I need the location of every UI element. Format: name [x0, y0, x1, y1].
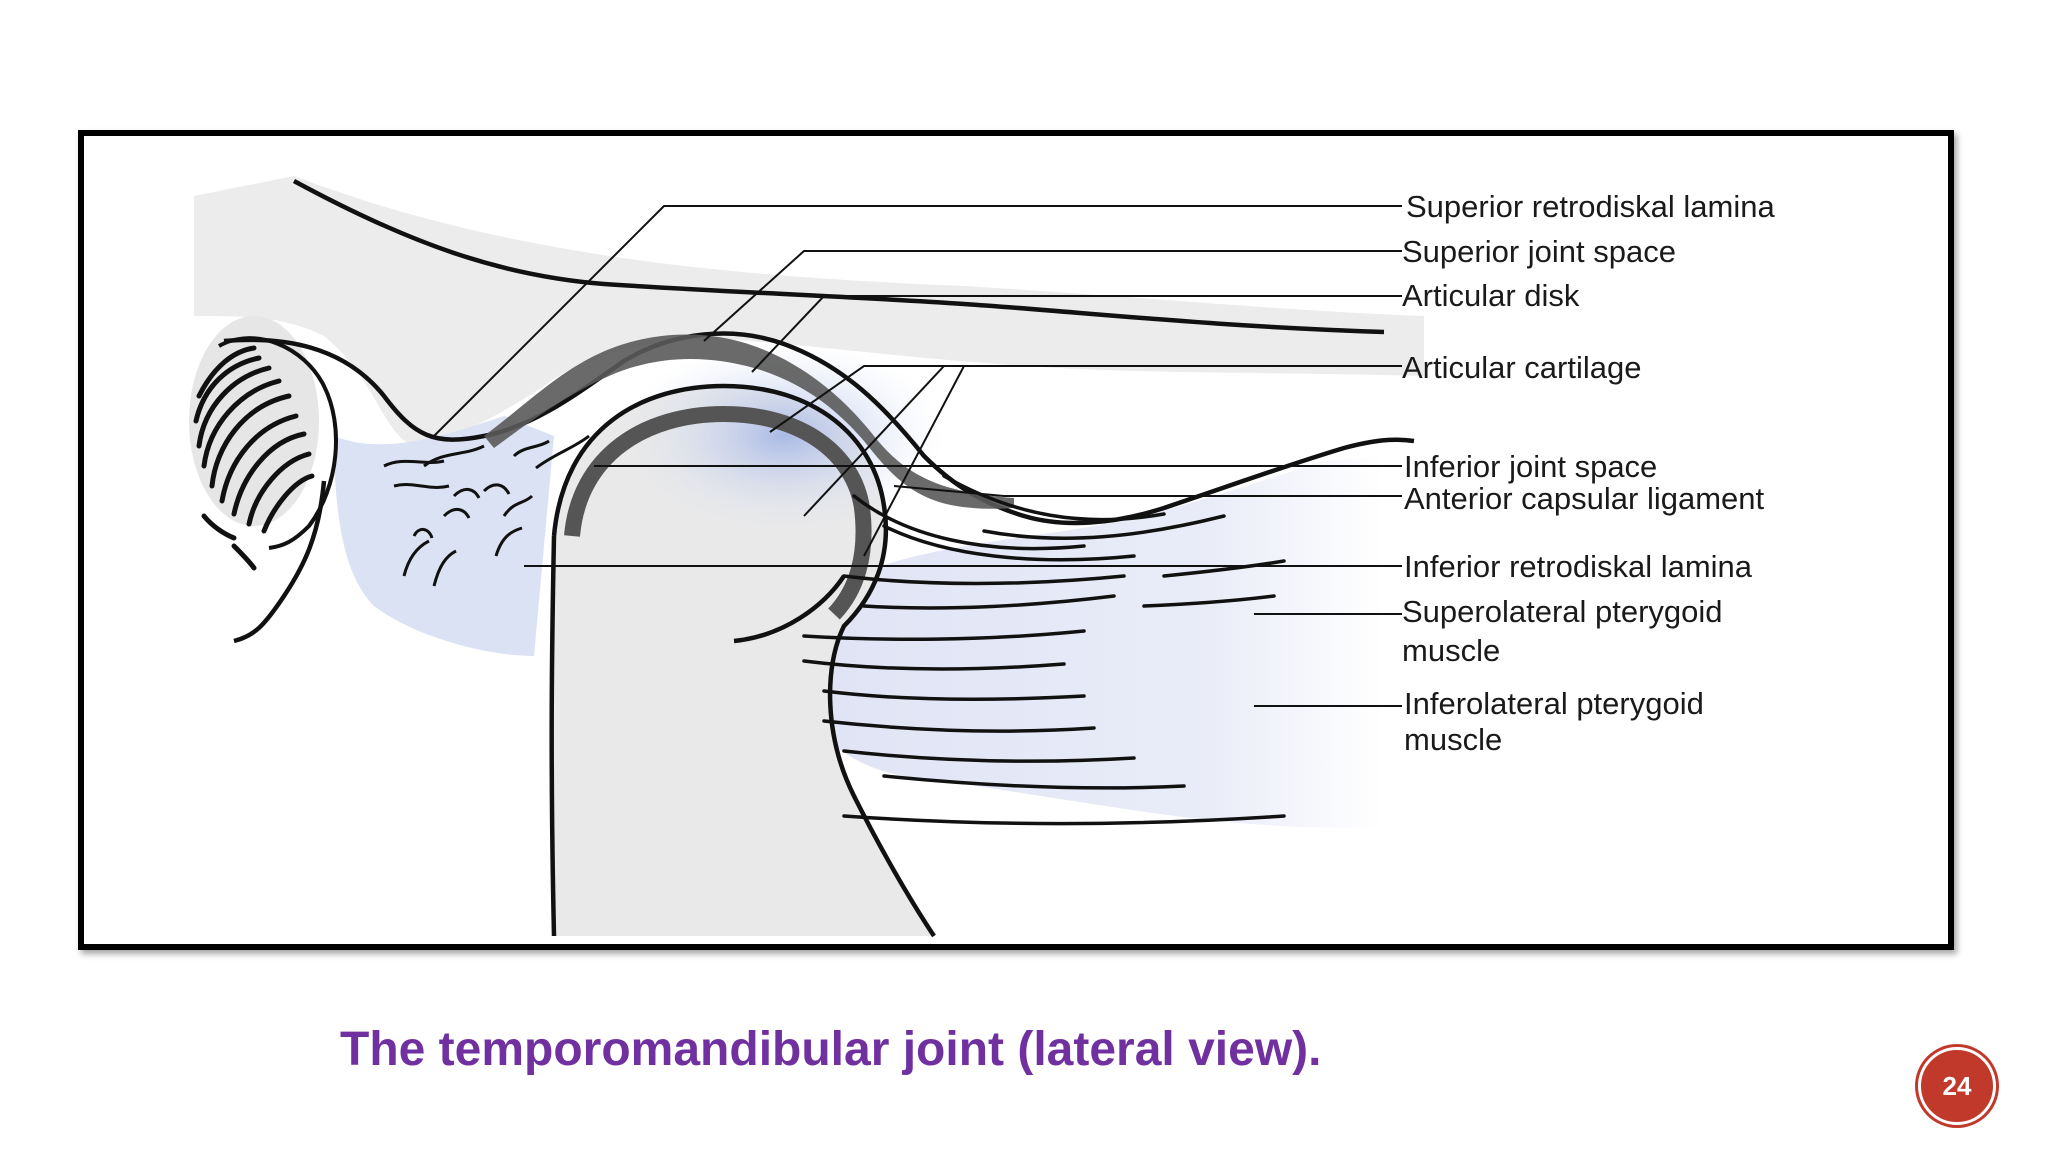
ear-canal-hatching [193, 345, 315, 571]
leader-lines [433, 205, 1402, 707]
label-inferior-retrodiskal-lamina: Inferior retrodiskal lamina [1404, 549, 1753, 584]
ear-canal [189, 316, 319, 526]
label-superior-retrodiskal-lamina: Superior retrodiskal lamina [1406, 189, 1775, 224]
retrodiskal-tissue-area [334, 416, 554, 656]
bone-outlines [223, 179, 1415, 938]
figure-caption: The temporomandibular joint (lateral vie… [340, 1023, 1322, 1076]
label-inferolateral-pterygoid: Inferolateral pterygoid [1404, 686, 1704, 721]
label-superolateral-pterygoid: Superolateral pterygoid [1402, 594, 1723, 629]
tmj-diagram: Superior retrodiskal lamina Superior joi… [189, 176, 1775, 938]
page-number-badge: 24 [1918, 1047, 1996, 1125]
label-inferolateral-muscle: muscle [1404, 722, 1502, 757]
figure-frame: Superior retrodiskal lamina Superior joi… [78, 130, 1954, 950]
label-anterior-capsular-ligament: Anterior capsular ligament [1404, 481, 1765, 516]
pterygoid-muscle-area [784, 456, 1384, 828]
articular-cartilage [564, 405, 872, 620]
label-articular-cartilage: Articular cartilage [1402, 350, 1641, 385]
retrodiskal-fibers [383, 434, 590, 587]
label-inferior-joint-space: Inferior joint space [1404, 449, 1657, 484]
label-superior-joint-space: Superior joint space [1402, 234, 1676, 269]
pterygoid-muscle-fibers [802, 474, 1286, 826]
label-superolateral-muscle: muscle [1402, 633, 1500, 668]
label-articular-disk: Articular disk [1402, 278, 1580, 313]
